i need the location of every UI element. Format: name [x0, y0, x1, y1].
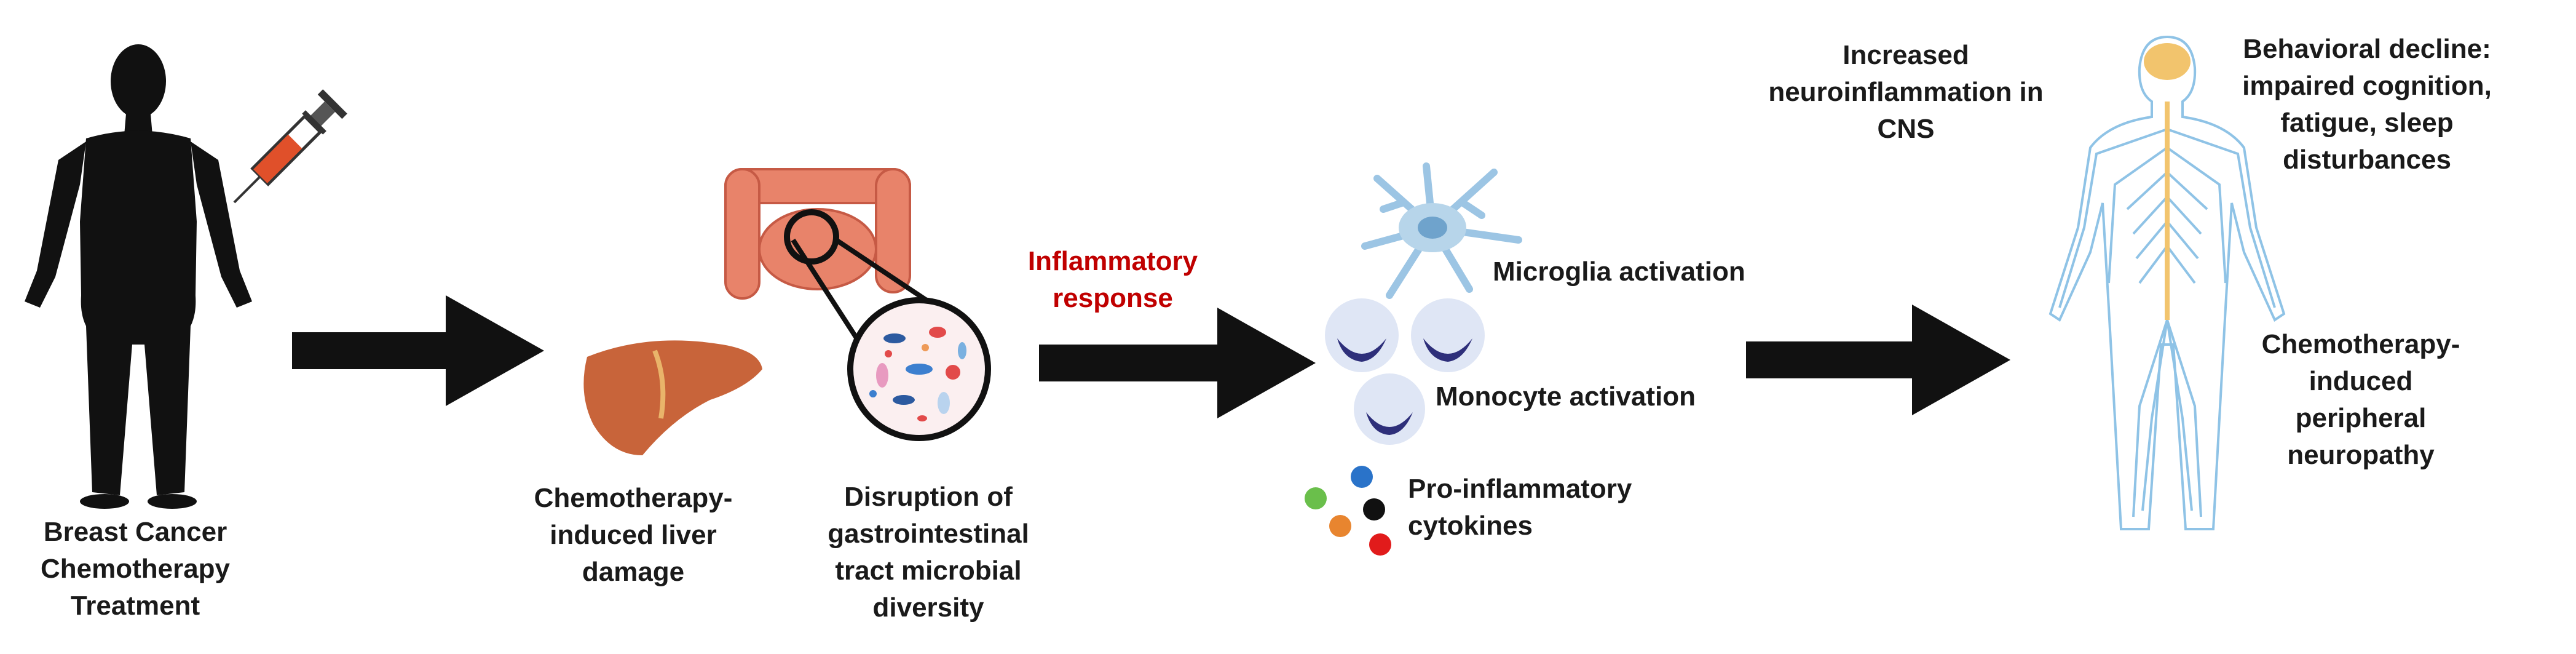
- cytokines-label: Pro-inflammatory cytokines: [1408, 471, 1632, 544]
- monocyte-label: Monocyte activation: [1436, 381, 1696, 412]
- syringe-icon: [233, 89, 347, 204]
- neuropathy-label: Chemotherapy- induced peripheral neuropa…: [2238, 326, 2484, 474]
- cytokine-dots-icon: [1305, 466, 1391, 556]
- cytokines-line-2: cytokines: [1408, 511, 1533, 541]
- microglia-icon: [1361, 162, 1522, 299]
- gut-line-2: gastrointestinal: [828, 519, 1029, 549]
- liver-line-1: Chemotherapy-: [534, 483, 733, 513]
- neuropathy-line-2: induced: [2309, 366, 2413, 396]
- flow-arrow-3: [1746, 305, 2010, 415]
- liver-label: Chemotherapy- induced liver damage: [510, 480, 756, 591]
- treatment-line-1: Breast Cancer: [43, 517, 227, 547]
- cns-line-3: CNS: [1877, 114, 1935, 144]
- cns-label: Increased neuroinflammation in CNS: [1734, 37, 2078, 148]
- inflammation-line-2: response: [1053, 283, 1173, 313]
- behavior-line-3: fatigue, sleep: [2280, 108, 2454, 138]
- gut-line-4: diversity: [872, 592, 984, 623]
- inflammation-label: Inflammatory response: [996, 243, 1230, 317]
- cytokines-line-1: Pro-inflammatory: [1408, 474, 1632, 504]
- neuropathy-line-3: peripheral: [2295, 403, 2427, 433]
- gut-microbiome-icon: [847, 297, 991, 441]
- cns-line-2: neuroinflammation in: [1768, 77, 2044, 107]
- intestine-icon: [724, 168, 911, 300]
- inflammation-line-1: Inflammatory: [1027, 246, 1198, 276]
- zoom-lines: [791, 237, 930, 346]
- human-silhouette-icon: [25, 44, 252, 509]
- neuropathy-line-4: neuropathy: [2287, 440, 2435, 470]
- treatment-line-2: Chemotherapy: [40, 554, 231, 584]
- gut-line-3: tract microbial: [835, 556, 1022, 586]
- cns-line-1: Increased: [1843, 40, 1969, 70]
- behavior-line-4: disturbances: [2283, 145, 2451, 175]
- behavior-line-2: impaired cognition,: [2242, 71, 2492, 101]
- gut-label: Disruption of gastrointestinal tract mic…: [799, 479, 1057, 626]
- microglia-label: Microglia activation: [1493, 257, 1745, 287]
- monocyte-cells-icon: [1325, 298, 1485, 445]
- nervous-system-icon: [2049, 35, 2286, 530]
- liver-line-3: damage: [582, 557, 685, 587]
- behavior-label: Behavioral decline: impaired cognition, …: [2213, 31, 2521, 178]
- neuropathy-line-1: Chemotherapy-: [2261, 329, 2460, 359]
- gut-line-1: Disruption of: [844, 482, 1013, 512]
- treatment-label: Breast Cancer Chemotherapy Treatment: [6, 514, 264, 624]
- treatment-line-3: Treatment: [70, 591, 200, 621]
- liver-icon: [583, 340, 762, 455]
- flow-arrow-1: [292, 295, 544, 406]
- liver-line-2: induced liver: [550, 520, 717, 550]
- flow-arrow-2: [1039, 308, 1316, 418]
- behavior-line-1: Behavioral decline:: [2243, 34, 2491, 64]
